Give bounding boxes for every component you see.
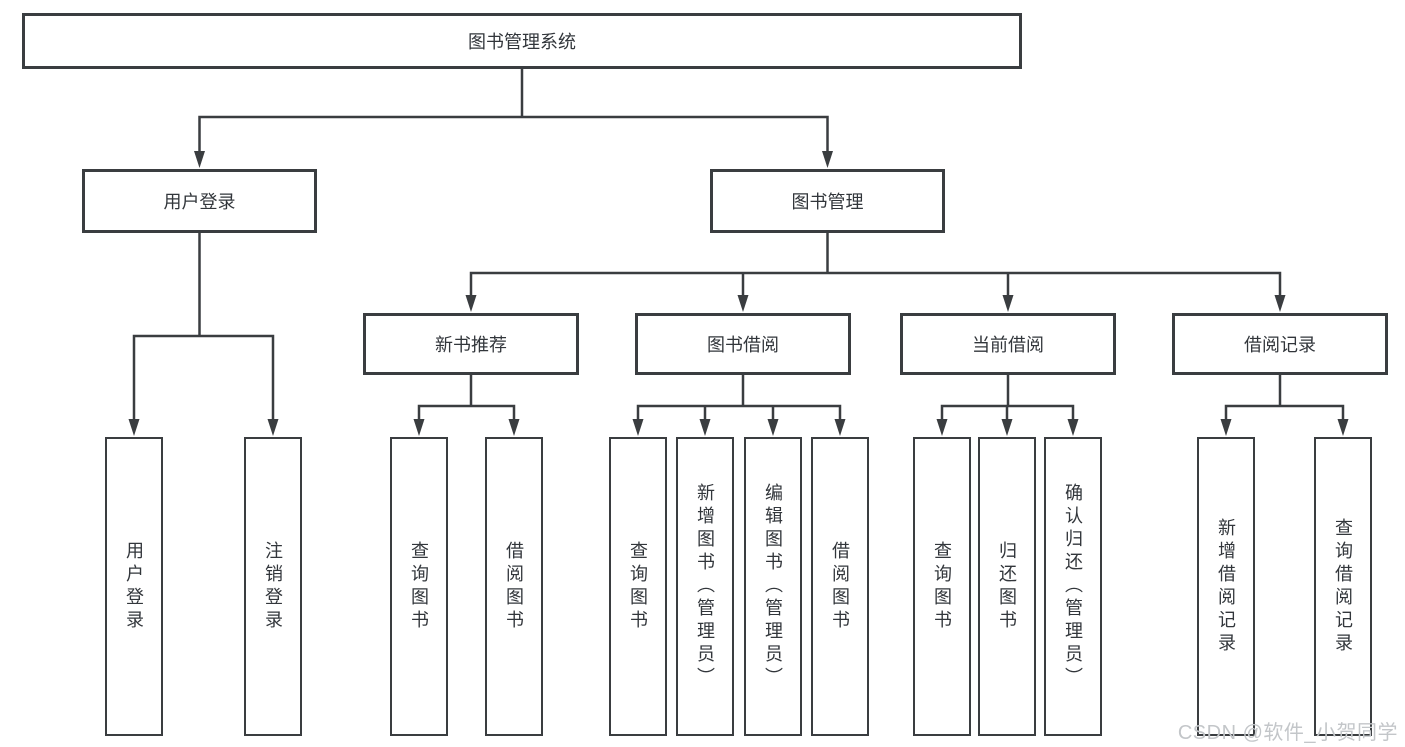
connector-user-login-to-leaves [132, 233, 275, 420]
node-label: 归还图书 [997, 540, 1017, 633]
connector-root-to-level1 [198, 69, 829, 152]
node-book-management: 图书管理 [710, 169, 945, 233]
node-label: 查询借阅记录 [1333, 517, 1353, 656]
leaf-borrow-edit-books-admin: 编辑图书（管理员） [744, 437, 802, 736]
node-label: 新书推荐 [435, 335, 507, 355]
node-current-borrowing: 当前借阅 [900, 313, 1116, 375]
node-label: 新增借阅记录 [1216, 517, 1236, 656]
node-label: 新增图书（管理员） [695, 483, 715, 690]
node-label: 图书借阅 [707, 335, 779, 355]
arrowheads [128, 151, 1349, 436]
node-label: 借阅图书 [830, 540, 850, 633]
connector-new-book-to-leaves [417, 375, 516, 420]
node-label: 查询图书 [409, 540, 429, 633]
leaf-current-confirm-return-admin: 确认归还（管理员） [1044, 437, 1102, 736]
leaf-record-query-borrow-record: 查询借阅记录 [1314, 437, 1372, 736]
connector-book-management-to-level2 [469, 233, 1282, 297]
node-label: 图书管理 [791, 192, 864, 212]
node-user-login: 用户登录 [82, 169, 317, 233]
node-label: 用户登录 [124, 540, 144, 633]
leaf-current-return-books: 归还图书 [978, 437, 1036, 736]
node-label: 注销登录 [263, 540, 283, 633]
node-label: 借阅图书 [504, 540, 524, 633]
leaf-borrow-add-books-admin: 新增图书（管理员） [676, 437, 734, 736]
node-new-book-recommendation: 新书推荐 [363, 313, 579, 375]
node-label: 用户登录 [163, 192, 236, 212]
leaf-logout: 注销登录 [244, 437, 302, 736]
node-label: 借阅记录 [1244, 335, 1316, 355]
connector-borrow-record-to-leaves [1224, 375, 1345, 420]
node-book-borrowing: 图书借阅 [635, 313, 851, 375]
node-borrowing-records: 借阅记录 [1172, 313, 1388, 375]
node-label: 确认归还（管理员） [1063, 483, 1083, 690]
leaf-newbook-query-books: 查询图书 [390, 437, 448, 736]
node-label: 查询图书 [932, 540, 952, 633]
node-label: 当前借阅 [972, 335, 1044, 355]
node-label: 图书管理系统 [468, 32, 576, 52]
leaf-newbook-borrow-books: 借阅图书 [485, 437, 543, 736]
node-label: 编辑图书（管理员） [763, 483, 783, 690]
leaf-current-query-books: 查询图书 [913, 437, 971, 736]
leaf-borrow-borrow-books: 借阅图书 [811, 437, 869, 736]
node-root-library-management-system: 图书管理系统 [22, 13, 1022, 69]
connector-book-borrow-to-leaves [636, 375, 842, 420]
csdn-watermark: CSDN @软件_小贺同学 [1177, 722, 1398, 744]
leaf-user-login: 用户登录 [105, 437, 163, 736]
node-label: 查询图书 [628, 540, 648, 633]
connector-current-borrow-to-leaves [940, 375, 1075, 420]
leaf-record-add-borrow-record: 新增借阅记录 [1197, 437, 1255, 736]
leaf-borrow-query-books: 查询图书 [609, 437, 667, 736]
